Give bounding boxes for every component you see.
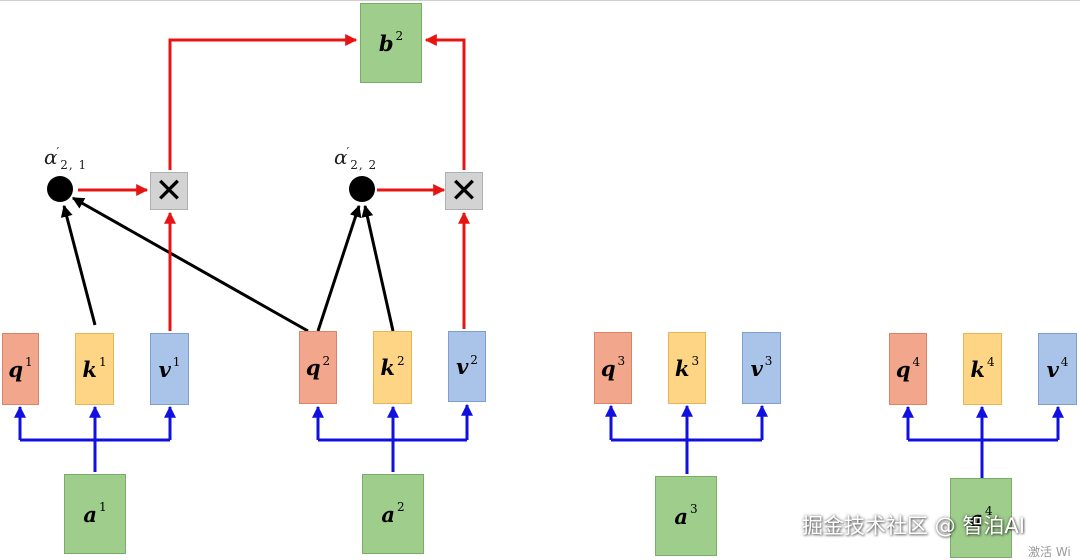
windows-activation-watermark: 激活 Wi	[1028, 545, 1071, 559]
projection-arrows-a4	[902, 405, 1064, 478]
alpha-2-2-dot	[349, 176, 375, 202]
alpha-2-1-label: α′2, 1	[44, 145, 88, 172]
projection-arrows-a3	[605, 404, 768, 474]
top-border	[0, 0, 1080, 1]
score-arrows	[60, 196, 395, 333]
multiply-operator-2: ✕	[445, 172, 483, 210]
weighted-sum-arrows	[78, 34, 470, 331]
site-watermark: 掘金技术社区 @ 智泊AI	[802, 514, 1025, 538]
multiply-operator-1: ✕	[150, 172, 188, 210]
alpha-2-2-label: α′2, 2	[334, 145, 378, 172]
projection-arrows-a2	[312, 403, 473, 472]
alpha-2-1-dot	[47, 176, 73, 202]
projection-arrows-a1	[14, 405, 176, 472]
